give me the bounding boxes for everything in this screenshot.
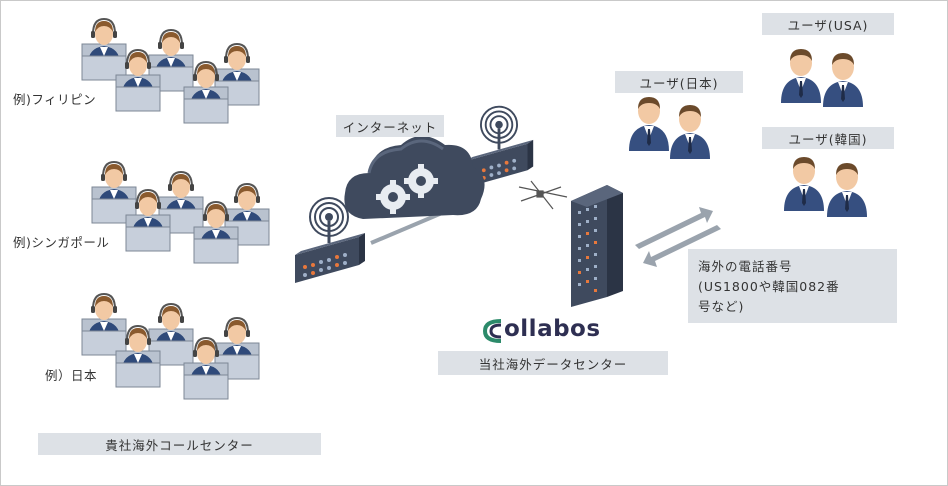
network-node-icon xyxy=(518,180,568,210)
bidirectional-arrow-icon xyxy=(635,207,721,267)
agent-group-icon xyxy=(81,18,260,124)
phone-note-line-3: 号など) xyxy=(698,299,745,314)
datacenter-label: 当社海外データセンター xyxy=(438,351,668,375)
phone-note-line-1: 海外の電話番号 xyxy=(698,259,793,274)
collabos-logo-mark xyxy=(482,319,502,343)
phone-note-line-2: (US1800や韓国082番 xyxy=(698,279,840,294)
cloud-gears-icon xyxy=(344,136,485,219)
label-singapore: 例)シンガポール xyxy=(13,235,110,250)
label-philippines: 例)フィリピン xyxy=(13,92,97,107)
server-tower-icon xyxy=(571,185,623,307)
phone-number-note: 海外の電話番号 (US1800や韓国082番 号など) xyxy=(688,249,897,323)
collabos-logo-text: ollabos xyxy=(504,316,601,342)
user-korea-label: ユーザ(韓国) xyxy=(762,127,894,149)
agent-group-icon xyxy=(81,293,260,400)
user-icon xyxy=(784,157,867,217)
user-icon xyxy=(629,97,710,159)
user-japan-label: ユーザ(日本) xyxy=(615,71,743,93)
label-japan-site: 例）日本 xyxy=(45,368,98,383)
internet-label: インターネット xyxy=(336,115,444,137)
callcenter-label: 貴社海外コールセンター xyxy=(38,433,321,455)
user-icon xyxy=(781,49,863,107)
user-usa-label: ユーザ(USA) xyxy=(762,13,894,35)
agent-group-icon xyxy=(91,161,270,264)
